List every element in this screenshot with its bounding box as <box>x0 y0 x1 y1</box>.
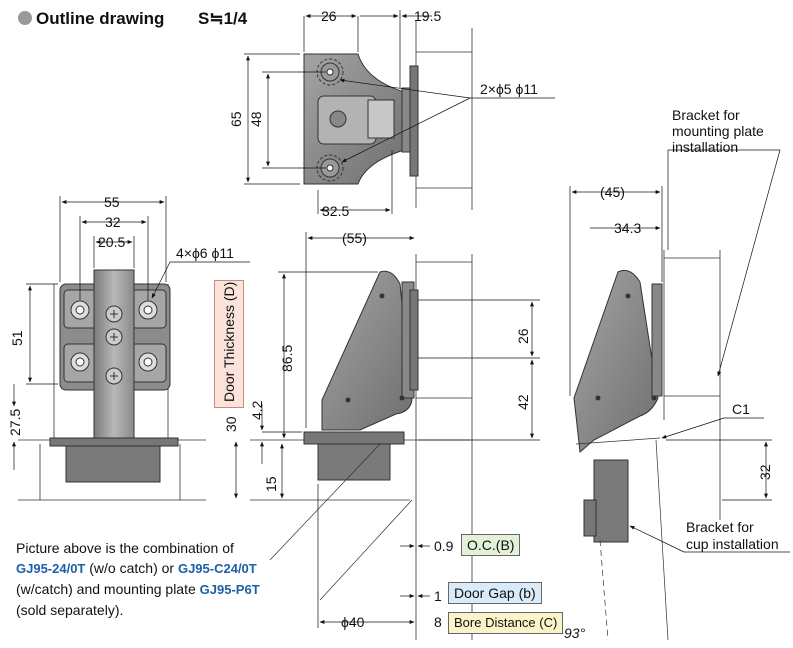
dim-top-19-5: 19.5 <box>414 8 441 24</box>
combination-note: Picture above is the combination of GJ95… <box>16 538 266 620</box>
dim-top-65: 65 <box>228 111 244 127</box>
dim-top-32-5: 32.5 <box>322 203 349 219</box>
dim-front-27-5: 27.5 <box>7 409 23 436</box>
dim-front-32: 32 <box>105 214 121 230</box>
bracket-mount-line2: mounting plate <box>672 123 764 139</box>
dim-front-55: 55 <box>104 194 120 210</box>
dim-front-holes: 4×ϕ6 ϕ11 <box>176 245 234 261</box>
dim-front-51: 51 <box>9 330 25 346</box>
side-view: (55) 86.5 4.2 15 26 42 ϕ40 0.9 1 8 <box>249 230 540 640</box>
note-text-2: (w/o catch) or <box>89 560 175 576</box>
bracket-mount-line1: Bracket for <box>672 107 740 123</box>
note-text-1: Picture above is the combination of <box>16 540 234 556</box>
dim-side-4-2: 4.2 <box>249 400 265 420</box>
dim-side-15: 15 <box>263 476 279 492</box>
dim-side-8: 8 <box>434 614 442 630</box>
bracket-cup-line2: cup installation <box>686 536 779 552</box>
dim-side-0-9: 0.9 <box>434 538 454 554</box>
bracket-cup-line1: Bracket for <box>686 519 754 535</box>
dim-side-26: 26 <box>515 328 531 344</box>
door-thickness-value: 30 <box>223 416 239 432</box>
dim-side-55: (55) <box>342 230 367 246</box>
bore-distance-tag: Bore Distance (C) <box>448 612 564 634</box>
dim-right-93: 93° <box>564 625 586 641</box>
oc-tag: O.C.(B) <box>461 534 521 556</box>
door-gap-tag: Door Gap (b) <box>448 582 542 604</box>
dim-side-1: 1 <box>434 588 442 604</box>
note-text-3: (w/catch) and mounting plate <box>16 581 196 597</box>
dim-side-42: 42 <box>515 394 531 410</box>
title-text: Outline drawing <box>36 9 164 28</box>
dim-side-40: ϕ40 <box>341 614 365 630</box>
dim-right-34-3: 34.3 <box>614 220 641 236</box>
dim-right-45: (45) <box>600 184 625 200</box>
dim-side-86-5: 86.5 <box>279 345 295 372</box>
right-view: (45) 34.3 C1 32 93° <box>564 149 790 641</box>
scale-text: S≒1/4 <box>198 9 248 28</box>
door-thickness-box <box>214 280 244 408</box>
bullet-icon <box>18 11 32 25</box>
part-number-1: GJ95-24/0T <box>16 561 86 576</box>
part-number-3: GJ95-P6T <box>199 582 260 597</box>
dim-right-32: 32 <box>757 464 773 480</box>
dim-front-20-5: 20.5 <box>98 234 125 250</box>
top-view: 26 19.5 65 48 32.5 2×ϕ5 ϕ11 <box>228 8 555 219</box>
note-text-4: (sold separately). <box>16 602 124 618</box>
dim-top-holes: 2×ϕ5 ϕ11 <box>480 81 538 97</box>
dim-right-c1: C1 <box>732 401 750 417</box>
dim-top-48: 48 <box>248 111 264 127</box>
bracket-mount-line3: installation <box>672 139 738 155</box>
front-view: 55 32 20.5 4×ϕ6 ϕ11 51 27.5 <box>7 194 250 501</box>
part-number-2: GJ95-C24/0T <box>177 561 257 576</box>
dim-top-26: 26 <box>321 8 337 24</box>
title: Outline drawing S≒1/4 <box>18 9 248 28</box>
